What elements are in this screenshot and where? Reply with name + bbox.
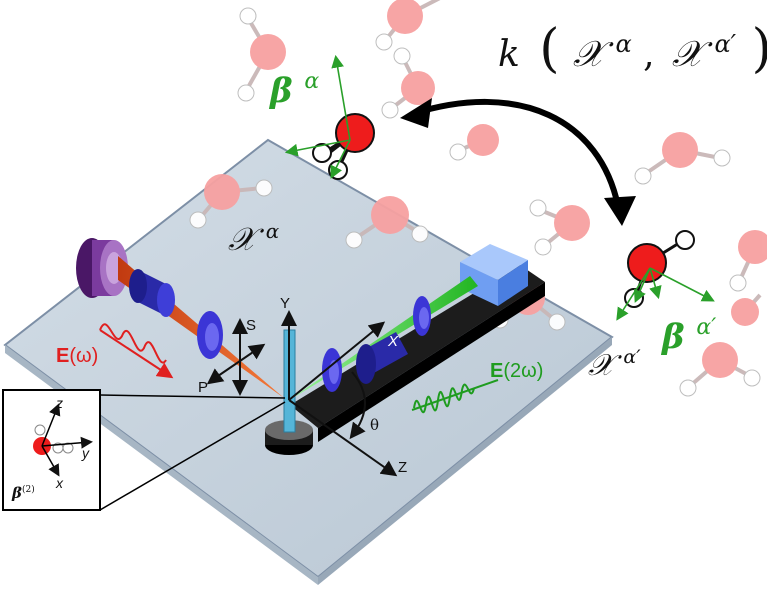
beta-alpha-label: β α <box>268 69 319 111</box>
molecule-alpha <box>312 113 375 180</box>
detection-rail <box>290 265 545 442</box>
shg-field-wave <box>411 379 499 414</box>
water-molecule <box>345 196 429 249</box>
incident-field-wave <box>99 323 174 379</box>
polarizer-lens <box>197 311 223 359</box>
detector <box>460 244 528 306</box>
incident-field-label: E(ω) <box>56 345 98 367</box>
axis-label-S: S <box>246 317 256 334</box>
beta-alpha-arrows <box>284 54 351 179</box>
axis-label-Z: Z <box>398 459 407 476</box>
axis-label-Y: Y <box>280 295 290 312</box>
shg-analyzer-tube <box>356 332 408 384</box>
descriptor-chi-alpha-prime: 𝒳 α′ <box>588 346 641 383</box>
axis-label-theta: θ <box>370 416 379 434</box>
beta-alpha-prime-label: β α′ <box>660 315 716 357</box>
water-molecule <box>381 47 435 119</box>
water-molecule <box>634 132 731 185</box>
shg-field-label: E(2ω) <box>490 360 543 382</box>
inset-molecule-frame <box>2 389 286 511</box>
water-molecule <box>449 124 499 161</box>
axis-label-P: P <box>198 379 208 396</box>
water-molecule <box>731 293 762 326</box>
water-molecule <box>189 174 273 229</box>
inset-beta-label: β(2) <box>11 484 35 502</box>
shg-lens-1 <box>322 348 342 392</box>
inset-axis-z: z <box>55 395 63 411</box>
water-molecule <box>237 7 286 102</box>
molecule-alpha-prime <box>624 230 695 308</box>
incident-beam <box>118 256 284 398</box>
lab-axes <box>281 310 398 477</box>
shg-lens-2 <box>413 296 431 336</box>
polarization-cross <box>206 318 266 396</box>
shg-beam <box>286 276 478 402</box>
axis-label-X: X <box>387 333 399 350</box>
descriptor-chi-alpha: 𝒳 α <box>228 219 280 258</box>
water-molecule <box>375 0 441 51</box>
water-molecule <box>729 230 767 292</box>
kernel-double-arrow <box>400 98 636 226</box>
inset-axis-x: x <box>55 475 64 491</box>
kernel-label: k ( 𝒳 α , 𝒳 α′ ) <box>498 19 767 79</box>
inset-axis-y: y <box>81 445 90 461</box>
water-molecule <box>529 199 590 256</box>
beta-alpha-prime-arrows <box>616 267 715 321</box>
water-molecule <box>679 342 761 397</box>
beam-expander <box>129 269 175 317</box>
